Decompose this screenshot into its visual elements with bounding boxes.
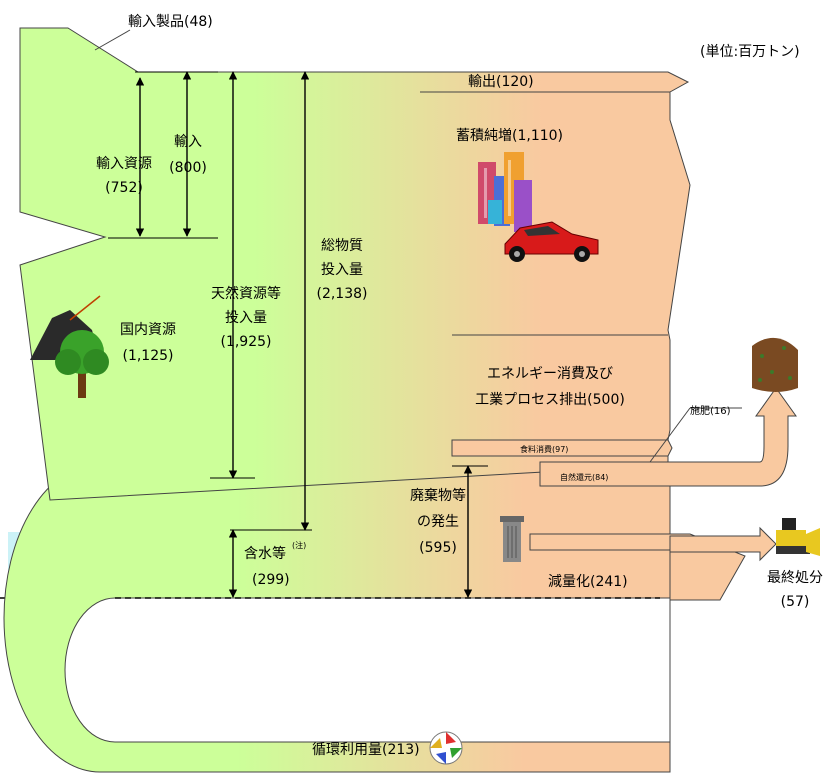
natural-return-arrow — [539, 387, 797, 487]
imports-label-2: (800) — [169, 160, 207, 176]
waste-label-3: (595) — [419, 540, 457, 556]
natural-input-label-3: (1,925) — [220, 334, 271, 350]
soil-icon — [752, 337, 798, 392]
total-input-label-1: 総物質 — [321, 238, 363, 254]
import-resources-label-2: (752) — [105, 180, 143, 196]
stock-label: 蓄積純増(1,110) — [456, 128, 563, 144]
recycle-label: 循環利用量(213) — [312, 742, 420, 758]
buildings-icon — [478, 152, 532, 232]
natural-input-label-2: 投入量 — [225, 310, 267, 326]
water-label-1: 含水等 — [244, 545, 286, 562]
food-branch — [451, 439, 673, 457]
domestic-label-2: (1,125) — [122, 348, 173, 364]
natural-input-label-1: 天然資源等 — [211, 285, 281, 302]
imports-label-1: 輸入 — [174, 134, 202, 150]
import-resources-label-1: 輸入資源 — [96, 156, 152, 172]
energy-label-2: 工業プロセス排出(500) — [475, 392, 625, 408]
trash-can-icon — [500, 516, 524, 562]
recycle-icon — [429, 731, 463, 765]
car-icon — [504, 221, 599, 262]
exports-label: 輸出(120) — [468, 74, 534, 90]
final-disposal-label-1: 最終処分 — [767, 570, 823, 586]
domestic-label-1: 国内資源 — [120, 322, 176, 338]
total-input-label-2: 投入量 — [321, 262, 363, 278]
fertilizer-leader — [649, 407, 691, 463]
natural-return-label: 自然還元(84) — [560, 472, 608, 482]
waste-label-1: 廃棄物等 — [410, 487, 466, 504]
unit-label: (単位:百万トン) — [700, 44, 800, 60]
final-disposal-tip — [669, 526, 777, 562]
final-disposal-label-2: (57) — [781, 594, 810, 610]
fertilizer-label: 施肥(16) — [690, 404, 731, 417]
waste-label-2: の発生 — [417, 514, 459, 530]
energy-label-1: エネルギー消費及び — [487, 366, 613, 382]
total-input-label-3: (2,138) — [316, 286, 367, 302]
food-label: 食料消費(97) — [520, 444, 568, 454]
import-products-label: 輸入製品(48) — [128, 14, 213, 30]
recycle-loop — [3, 463, 671, 773]
bulldozer-icon — [776, 518, 820, 556]
water-note: (注) — [292, 540, 306, 550]
water-label-2: (299) — [252, 572, 290, 588]
tree-icon — [55, 330, 109, 398]
import-products-leader — [94, 29, 131, 51]
reduction-label: 減量化(241) — [548, 573, 628, 590]
